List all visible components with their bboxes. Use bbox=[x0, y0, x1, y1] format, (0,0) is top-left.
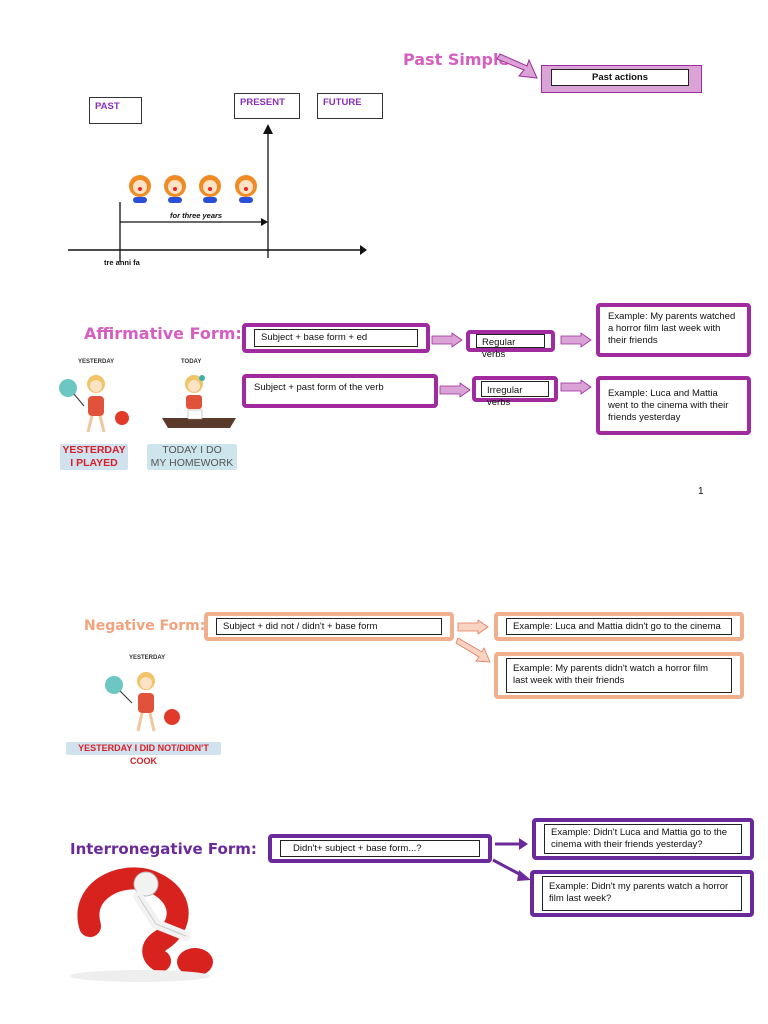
page-number: 1 bbox=[698, 486, 704, 497]
arrow-right-icon bbox=[560, 379, 592, 395]
negative-rule: Subject + did not / didn't + base form bbox=[204, 612, 454, 641]
page-title: Past Simple bbox=[403, 50, 510, 69]
regular-example-box: Example: My parents watched a horror fil… bbox=[596, 303, 751, 357]
affirmative-rule-irregular: Subject + past form of the verb bbox=[242, 374, 438, 408]
girl-playing-icon bbox=[105, 672, 180, 732]
interronegative-rule: Didn't+ subject + base form...? bbox=[268, 834, 492, 863]
timeline-past-label: PAST bbox=[89, 97, 142, 124]
negative-rule-text: Subject + did not / didn't + base form bbox=[216, 618, 442, 635]
arrow-right-icon bbox=[439, 382, 471, 398]
affirmative-rule-regular: Subject + base form + ed bbox=[242, 323, 430, 353]
affirmative-heading: Affirmative Form: bbox=[84, 324, 242, 343]
negative-example-1: Example: Luca and Mattia didn't go to th… bbox=[494, 612, 744, 641]
arrow-right-icon bbox=[560, 332, 592, 348]
irregular-example-box: Example: Luca and Mattia went to the cin… bbox=[596, 376, 751, 435]
regular-verbs-box: Regular verbs bbox=[466, 330, 555, 360]
timeline-present-label: PRESENT bbox=[234, 93, 300, 119]
negative-example-1-text: Example: Luca and Mattia didn't go to th… bbox=[506, 618, 732, 635]
negative-example-2-text: Example: My parents didn't watch a horro… bbox=[506, 658, 732, 693]
interronegative-example-1: Example: Didn't Luca and Mattia go to th… bbox=[532, 818, 754, 860]
picture-caption-today: TODAY I DO MY HOMEWORK bbox=[147, 444, 237, 470]
picture-caption-negative: YESTERDAY I DID NOT/DIDN'T COOK bbox=[66, 742, 221, 766]
timeline-future-label: FUTURE bbox=[317, 93, 383, 119]
arrow-right-icon bbox=[457, 619, 489, 635]
affirmative-rule-irregular-text: Subject + past form of the verb bbox=[254, 382, 384, 393]
girl-playing-icon bbox=[59, 375, 129, 433]
question-mark-figure-icon bbox=[70, 867, 213, 982]
arrow-down-right-icon bbox=[455, 637, 491, 663]
picture-caption-yesterday-line1: YESTERDAY bbox=[62, 444, 126, 456]
timeline-diagram bbox=[68, 124, 367, 262]
picture-caption-today-line2: MY HOMEWORK bbox=[150, 457, 234, 469]
irregular-example-text: Example: Luca and Mattia went to the cin… bbox=[608, 388, 729, 423]
interronegative-example-1-text: Example: Didn't Luca and Mattia go to th… bbox=[544, 824, 742, 854]
affirmative-rule-regular-text: Subject + base form + ed bbox=[254, 329, 418, 347]
arrow-right-icon bbox=[431, 332, 463, 348]
girl-homework-icon bbox=[162, 375, 236, 428]
interronegative-heading: Interronegative Form: bbox=[70, 840, 257, 858]
picture-label-yesterday: YESTERDAY bbox=[78, 359, 115, 365]
picture-label-today: TODAY bbox=[181, 359, 202, 365]
title-box: Past actions bbox=[551, 69, 689, 86]
arrow-right-icon bbox=[495, 838, 528, 850]
picture-caption-yesterday-line2: I PLAYED bbox=[70, 457, 118, 469]
irregular-verbs-label: Irregular verbs bbox=[481, 381, 549, 408]
title-arrow bbox=[496, 53, 538, 79]
regular-example-text: Example: My parents watched a horror fil… bbox=[608, 311, 736, 346]
irregular-verbs-box: Irregular verbs bbox=[472, 376, 558, 408]
interronegative-example-2-text: Example: Didn't my parents watch a horro… bbox=[542, 876, 742, 911]
regular-verbs-label: Regular verbs bbox=[476, 334, 545, 360]
arrow-down-right-icon bbox=[492, 858, 531, 881]
picture-caption-today-line1: TODAY I DO bbox=[162, 444, 222, 456]
negative-heading: Negative Form: bbox=[84, 618, 206, 634]
interronegative-example-2: Example: Didn't my parents watch a horro… bbox=[530, 870, 754, 917]
timeline-ago-label: tre anni fa bbox=[104, 258, 140, 267]
picture-label-yesterday-negative: YESTERDAY bbox=[129, 655, 166, 661]
negative-example-2: Example: My parents didn't watch a horro… bbox=[494, 652, 744, 699]
picture-caption-yesterday: YESTERDAY I PLAYED bbox=[60, 444, 128, 470]
interronegative-rule-text: Didn't+ subject + base form...? bbox=[280, 840, 480, 857]
title-box-label: Past actions bbox=[592, 72, 648, 83]
timeline-duration-label: for three years bbox=[170, 211, 223, 220]
